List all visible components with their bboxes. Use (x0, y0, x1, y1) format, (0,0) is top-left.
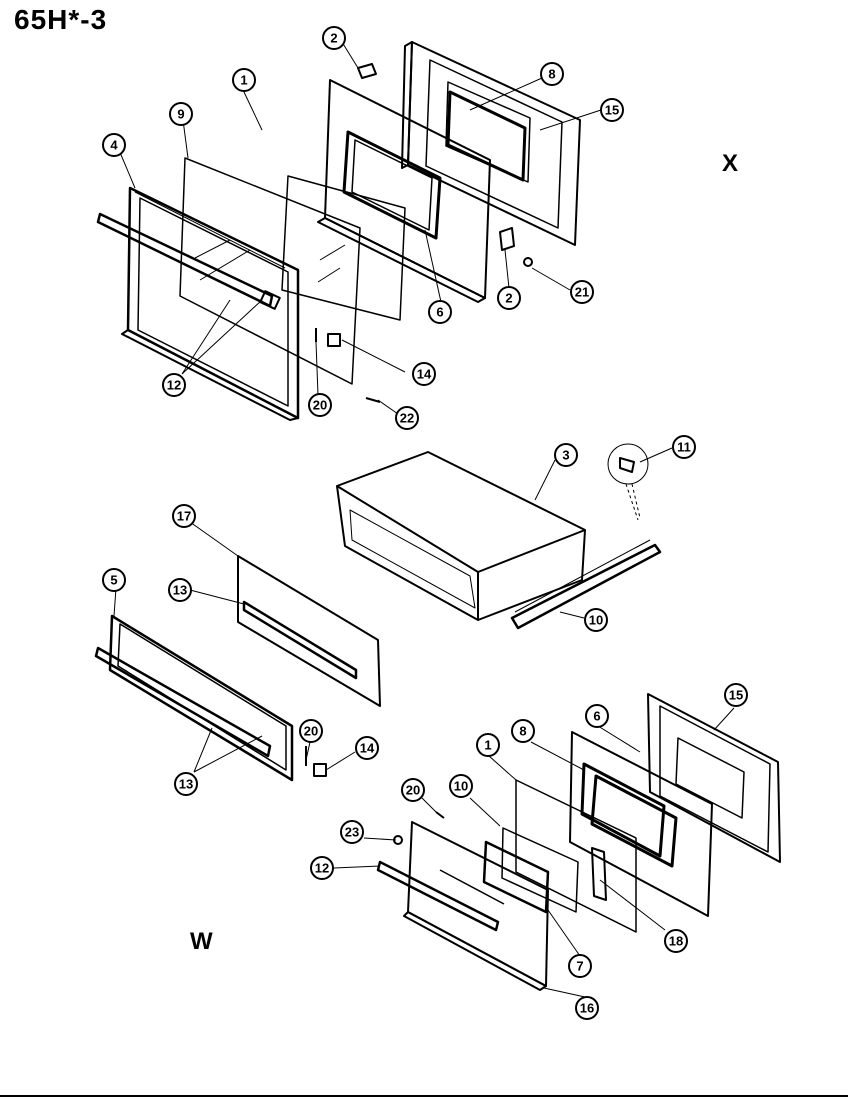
callout-5: 5 (110, 573, 117, 588)
drawer-front-part-5 (94, 614, 294, 782)
callout-1-upper: 1 (240, 73, 247, 88)
callout-7: 7 (576, 959, 583, 974)
callout-circles (102, 26, 748, 1020)
window-frame-part-6-lower (569, 731, 713, 917)
callout-12-lower: 12 (315, 861, 329, 876)
callout-9: 9 (177, 107, 184, 122)
hinge-part-2-lower (499, 227, 515, 251)
inner-frame-part-8-lower (580, 762, 666, 858)
window-frame-part-6 (317, 79, 491, 303)
screw-part-20-lower (435, 811, 445, 819)
callout-22: 22 (400, 411, 414, 426)
callout-15-lower: 15 (729, 688, 743, 703)
hinge-part-18 (591, 847, 607, 901)
callout-20-lower: 20 (406, 783, 420, 798)
bracket-part-11 (607, 443, 649, 521)
screw-part-22 (365, 397, 381, 403)
callout-6-lower: 6 (593, 709, 600, 724)
callout-20-upper: 20 (313, 398, 327, 413)
clip-part-14-middle (313, 763, 327, 777)
door-liner-part-15-lower (647, 693, 781, 863)
drawer-part-3 (336, 451, 586, 621)
view-label-x: X (722, 150, 739, 177)
drawer-slide-part-10 (510, 539, 662, 630)
hinge-part-2-upper (357, 63, 377, 79)
callout-11: 11 (677, 440, 691, 455)
handle-part-12-lower (376, 860, 500, 932)
callout-4: 4 (110, 138, 118, 153)
callout-18: 18 (669, 934, 683, 949)
glass-panel-part-9 (179, 157, 361, 385)
callout-2-upper: 2 (330, 31, 337, 46)
view-label-w: W (190, 928, 213, 955)
callout-14-middle: 14 (360, 741, 375, 756)
callout-8-lower: 8 (519, 724, 526, 739)
callout-6-upper: 6 (436, 305, 443, 320)
insulation-part-1 (281, 175, 406, 321)
callout-16: 16 (580, 1001, 594, 1016)
callout-10-lower: 10 (454, 779, 468, 794)
callout-8-upper: 8 (548, 67, 555, 82)
callout-3: 3 (562, 448, 569, 463)
inner-frame-part-8 (446, 90, 527, 182)
screw-part-21 (523, 257, 533, 267)
drawer-panel-part-17 (237, 555, 381, 707)
glass-panel-part-10-lower (482, 827, 579, 914)
door-liner-part-15 (401, 41, 581, 246)
model-title: 65H*-3 (14, 4, 108, 35)
callout-17: 17 (177, 509, 191, 524)
callout-12-upper: 12 (167, 378, 181, 393)
door-handle-part-12 (96, 212, 281, 310)
insulation-part-1-lower (515, 779, 637, 933)
leader-lines (113, 41, 735, 998)
callout-1-lower: 1 (484, 738, 491, 753)
callout-13-upper: 13 (173, 583, 187, 598)
callout-20-middle: 20 (304, 724, 318, 739)
callout-10-drawer: 10 (589, 613, 603, 628)
callout-2-lower: 2 (505, 291, 512, 306)
callout-21: 21 (575, 285, 589, 300)
callout-13-lower: 13 (179, 777, 193, 792)
clip-part-14-upper (327, 333, 341, 347)
outer-door-part-4 (121, 186, 300, 421)
callout-15-upper: 15 (605, 103, 619, 118)
callout-23: 23 (345, 825, 359, 840)
callout-14-upper: 14 (417, 367, 432, 382)
outer-door-part-16 (403, 821, 549, 991)
